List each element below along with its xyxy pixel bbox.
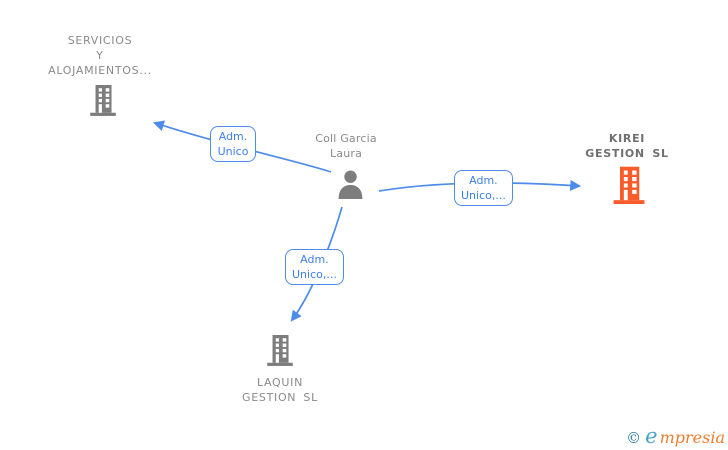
person-icon[interactable] <box>336 169 365 200</box>
brand-name-rest: mpresia <box>659 428 725 447</box>
edge-label-line: Unico,... <box>292 268 337 281</box>
node-label-servicios[interactable]: SERVICIOS Y ALOJAMIENTOS... <box>20 33 180 78</box>
node-label-line: LAQUIN <box>256 376 304 389</box>
building-icon-servicios[interactable] <box>88 85 118 117</box>
node-label-line: Laura <box>329 147 363 160</box>
node-label-line: KIREI <box>608 132 646 145</box>
node-label-kirei[interactable]: KIREI GESTION SL <box>557 131 697 161</box>
edge-label-line: Adm. <box>469 174 498 187</box>
edge-label-adm-unico-kirei[interactable]: Adm. Unico,... <box>454 170 513 206</box>
edge-label-adm-unico-servicios[interactable]: Adm. Unico <box>210 126 256 162</box>
brand-first-letter: e <box>645 424 658 448</box>
node-label-line: Y <box>96 49 104 62</box>
edge-label-line: Unico,... <box>461 189 506 202</box>
node-label-line: ALOJAMIENTOS... <box>48 64 152 77</box>
node-label-person[interactable]: Coll Garcia Laura <box>286 131 406 161</box>
node-label-line: GESTION SL <box>242 391 318 404</box>
node-label-line: SERVICIOS <box>67 34 133 47</box>
node-label-line: GESTION SL <box>585 147 669 160</box>
edge-label-adm-unico-laquin[interactable]: Adm. Unico,... <box>285 249 344 285</box>
building-icon-kirei[interactable] <box>611 166 647 206</box>
node-label-line: Coll Garcia <box>315 132 377 145</box>
edge-label-line: Adm. <box>218 130 248 143</box>
empresia-logo[interactable]: © e mpresia <box>626 424 725 448</box>
edge-label-line: Unico <box>217 145 249 158</box>
building-icon-laquin[interactable] <box>265 335 295 367</box>
node-label-laquin[interactable]: LAQUIN GESTION SL <box>210 375 350 405</box>
copyright-symbol: © <box>626 429 642 447</box>
edge-label-line: Adm. <box>300 253 329 266</box>
